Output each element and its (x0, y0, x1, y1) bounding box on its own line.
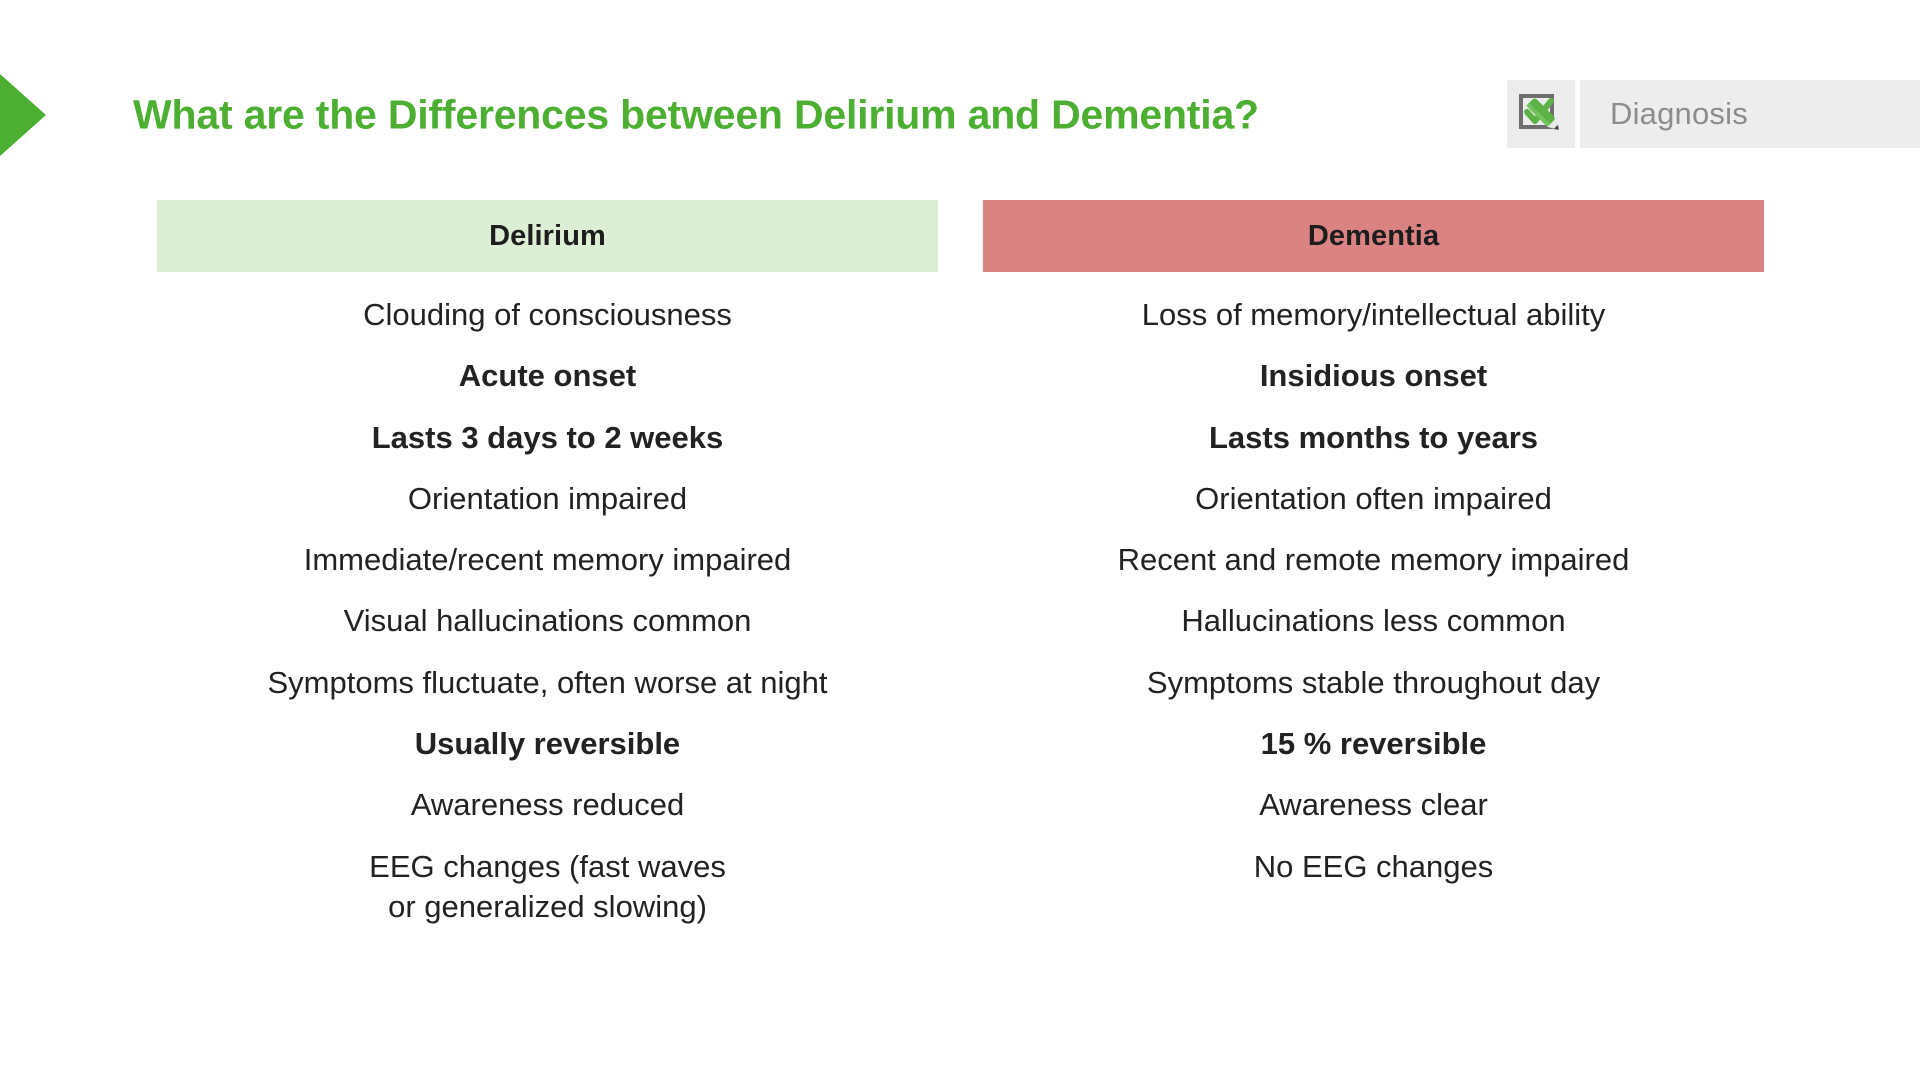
list-item: Symptoms fluctuate, often worse at night (267, 664, 828, 700)
column-rows-dementia: Loss of memory/intellectual ability Insi… (983, 272, 1764, 897)
list-item: 15 % reversible (1260, 726, 1487, 762)
list-item: Awareness clear (1259, 787, 1488, 823)
list-item: Hallucinations less common (1181, 603, 1566, 639)
checkbox-pencil-icon (1507, 80, 1575, 148)
list-item: Symptoms stable throughout day (1146, 664, 1601, 700)
column-header-dementia: Dementia (983, 200, 1764, 272)
column-dementia: Dementia Loss of memory/intellectual abi… (983, 200, 1764, 937)
list-item: Immediate/recent memory impaired (303, 542, 792, 578)
page-title: What are the Differences between Deliriu… (133, 91, 1259, 138)
category-chip-label: Diagnosis (1610, 96, 1748, 131)
category-chip-label-box: Diagnosis (1580, 80, 1920, 148)
list-item: Acute onset (458, 358, 637, 394)
slide-header: What are the Differences between Deliriu… (0, 74, 1920, 156)
list-item: EEG changes (fast waves or generalized s… (369, 848, 726, 924)
list-item: Lasts months to years (1208, 419, 1539, 455)
column-delirium: Delirium Clouding of consciousness Acute… (157, 200, 938, 937)
list-item: Lasts 3 days to 2 weeks (371, 419, 724, 455)
list-item: Loss of memory/intellectual ability (1141, 297, 1606, 332)
list-item: Recent and remote memory impaired (1117, 542, 1630, 578)
list-item: Visual hallucinations common (343, 603, 752, 639)
list-item: Usually reversible (414, 726, 681, 762)
column-rows-delirium: Clouding of consciousness Acute onset La… (157, 272, 938, 937)
green-arrow-marker-icon (0, 74, 46, 156)
column-header-delirium: Delirium (157, 200, 938, 272)
list-item: Awareness reduced (410, 787, 685, 823)
list-item: Orientation impaired (407, 480, 688, 516)
comparison-table: Delirium Clouding of consciousness Acute… (157, 200, 1764, 937)
list-item: No EEG changes (1253, 848, 1494, 884)
list-item: Insidious onset (1259, 358, 1488, 394)
list-item: Orientation often impaired (1195, 480, 1552, 516)
category-chip[interactable]: Diagnosis (1507, 80, 1920, 148)
list-item: Clouding of consciousness (363, 297, 732, 332)
